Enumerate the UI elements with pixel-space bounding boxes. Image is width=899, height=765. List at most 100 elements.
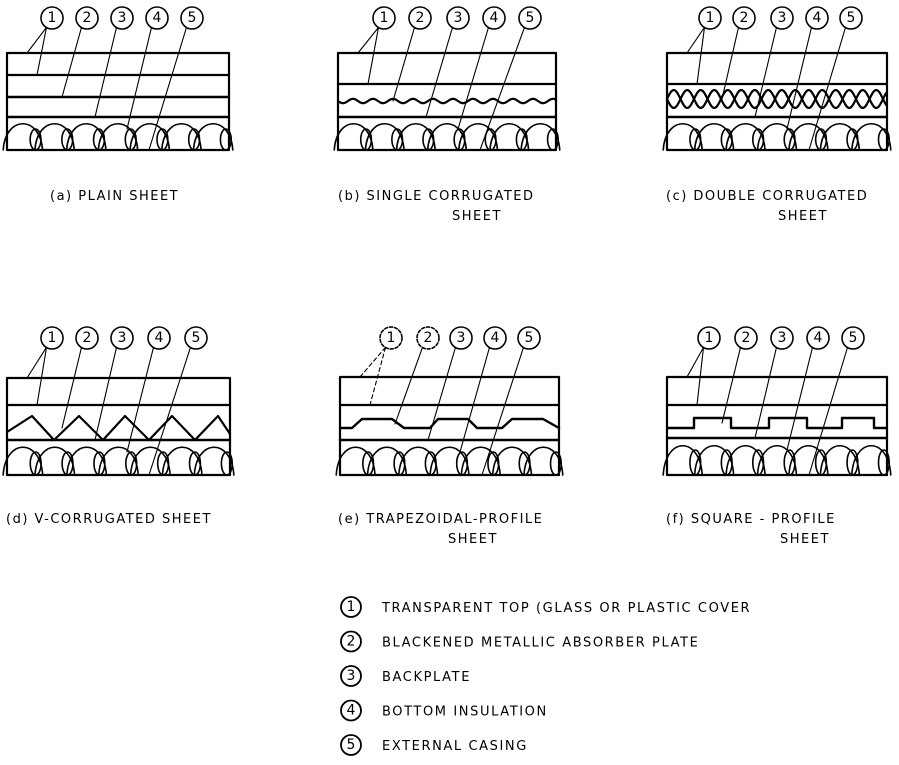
legend-label: BLACKENED METALLIC ABSORBER PLATE bbox=[382, 636, 699, 651]
callout-number: 5 bbox=[526, 10, 535, 26]
callout-number: 3 bbox=[457, 330, 466, 346]
callout-number: 4 bbox=[153, 10, 162, 26]
leader-line bbox=[754, 346, 778, 439]
leader-line bbox=[126, 26, 153, 130]
callout-4: 4 bbox=[457, 6, 506, 130]
callout-circle bbox=[416, 326, 440, 350]
leader-line bbox=[696, 26, 706, 85]
callout-4: 4 bbox=[786, 6, 829, 130]
leader-line bbox=[367, 26, 380, 85]
callout-1: 1 bbox=[26, 326, 64, 406]
callout-circle bbox=[372, 6, 396, 30]
leader-line bbox=[357, 26, 380, 54]
callout-number: 1 bbox=[48, 330, 57, 346]
leader-line bbox=[786, 26, 813, 130]
legend-label: EXTERNAL CASING bbox=[382, 739, 528, 754]
callout-3: 3 bbox=[94, 326, 134, 441]
leader-line bbox=[808, 26, 847, 151]
callout-2: 2 bbox=[721, 326, 758, 424]
callout-number: 5 bbox=[192, 330, 201, 346]
panel-caption: (c) DOUBLE CORRUGATED bbox=[666, 189, 868, 204]
callout-number: 2 bbox=[83, 330, 92, 346]
callout-1: 1 bbox=[686, 326, 721, 406]
insulation-loop bbox=[333, 123, 374, 151]
leader-line bbox=[721, 346, 742, 424]
leader-line bbox=[36, 26, 48, 76]
callout-circle bbox=[449, 326, 473, 350]
insulation-lens bbox=[549, 451, 562, 476]
callout-number: 3 bbox=[118, 10, 127, 26]
absorber-plate bbox=[665, 89, 888, 109]
callout-circle bbox=[145, 6, 169, 30]
absorber-plate bbox=[5, 414, 232, 442]
callout-number: 4 bbox=[813, 10, 822, 26]
callout-circle bbox=[446, 6, 470, 30]
callout-circle bbox=[770, 6, 794, 30]
callout-circle bbox=[839, 6, 863, 30]
callout-number: 4 bbox=[814, 330, 823, 346]
insulation-lens bbox=[546, 128, 559, 151]
legend-label: BOTTOM INSULATION bbox=[382, 705, 548, 720]
panel-caption-line-2: SHEET bbox=[452, 209, 502, 224]
callout-3: 3 bbox=[94, 6, 134, 118]
panel-caption-line-2: SHEET bbox=[448, 532, 498, 547]
leader-line bbox=[94, 346, 118, 441]
external-casing bbox=[5, 376, 232, 477]
leader-line bbox=[721, 26, 740, 100]
callout-5: 5 bbox=[479, 6, 542, 151]
callout-number: 1 bbox=[380, 10, 389, 26]
callout-number: 1 bbox=[706, 10, 715, 26]
bottom-insulation bbox=[2, 446, 235, 476]
legend-number: 5 bbox=[347, 737, 356, 753]
callout-number: 2 bbox=[83, 10, 92, 26]
leader-line bbox=[808, 346, 849, 476]
callout-circle bbox=[697, 326, 721, 350]
callout-2: 2 bbox=[721, 6, 756, 100]
callout-number: 1 bbox=[705, 330, 714, 346]
leader-line bbox=[359, 346, 387, 378]
bottom-insulation bbox=[662, 445, 892, 476]
legend-label: TRANSPARENT TOP (GLASS OR PLASTIC COVER bbox=[381, 601, 751, 616]
insulation-loop bbox=[662, 123, 703, 151]
callout-4: 4 bbox=[459, 326, 507, 453]
legend-label: BACKPLATE bbox=[382, 670, 471, 685]
bottom-insulation bbox=[333, 123, 561, 151]
callout-circle bbox=[184, 326, 208, 350]
leader-line bbox=[126, 346, 155, 453]
external-casing bbox=[5, 51, 231, 152]
leader-line bbox=[369, 346, 387, 406]
callout-circle bbox=[110, 326, 134, 350]
legend-number: 2 bbox=[347, 634, 356, 650]
leader-line bbox=[61, 346, 83, 429]
callout-circle bbox=[805, 6, 829, 30]
callout-1: 1 bbox=[686, 6, 722, 85]
callout-number: 2 bbox=[424, 330, 433, 346]
leader-line bbox=[61, 26, 83, 98]
leader-line bbox=[686, 346, 705, 378]
insulation-loop bbox=[2, 123, 44, 151]
leader-line bbox=[36, 346, 48, 406]
legend-number-circle bbox=[340, 734, 362, 756]
absorber-plate bbox=[338, 417, 561, 430]
callout-number: 2 bbox=[416, 10, 425, 26]
callout-number: 4 bbox=[490, 10, 499, 26]
callout-2: 2 bbox=[394, 326, 440, 425]
leader-line bbox=[425, 26, 454, 118]
insulation-lens bbox=[220, 451, 234, 476]
legend-number-circle bbox=[340, 596, 362, 618]
leader-line bbox=[148, 26, 188, 151]
bottom-insulation bbox=[335, 446, 564, 476]
absorber-plate bbox=[336, 97, 558, 105]
panel-caption: (f) SQUARE - PROFILE bbox=[666, 512, 836, 527]
callout-circle bbox=[517, 326, 541, 350]
callout-5: 5 bbox=[481, 326, 541, 476]
leader-line bbox=[394, 346, 424, 425]
